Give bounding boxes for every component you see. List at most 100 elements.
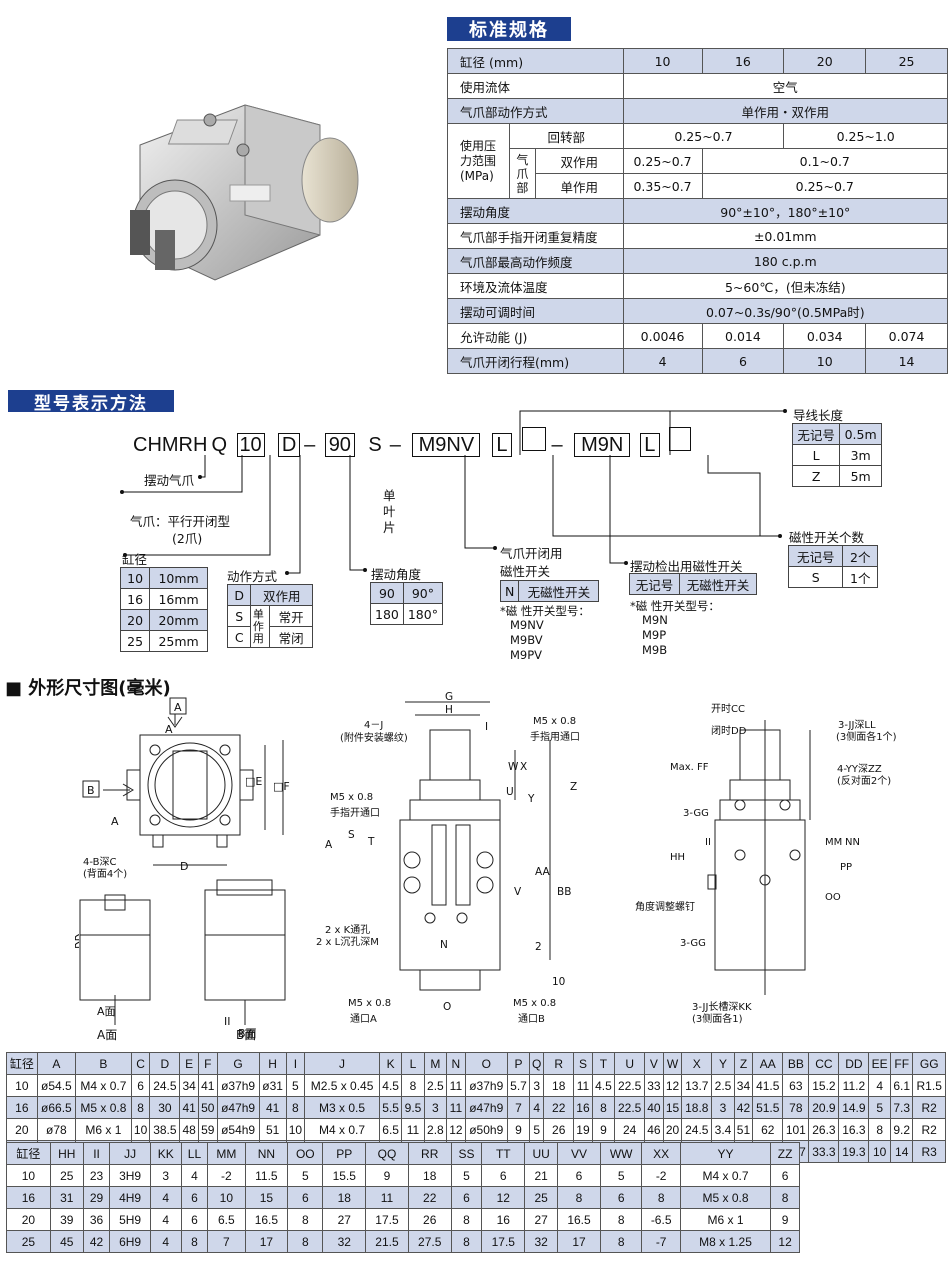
dim-cell: 40 [644, 1096, 664, 1119]
dim-cell: 9 [591, 1118, 616, 1141]
dim-cell: 19.3 [838, 1140, 870, 1163]
count-code: S [787, 566, 844, 588]
dim-cell: 5 [287, 1164, 324, 1187]
dim-header: Z [733, 1052, 754, 1075]
svg-text:O: O [443, 1001, 451, 1013]
dim-cell: 6 [180, 1186, 209, 1209]
dim-cell: M6 x 1 [679, 1208, 772, 1231]
svg-text:□E: □E [245, 775, 262, 788]
bore-25: 25 [865, 48, 948, 74]
svg-text:G: G [445, 691, 453, 703]
dim-cell: 9 [365, 1164, 409, 1187]
dim-cell: R1.5 [912, 1074, 946, 1097]
dim-cell: ø37h9 [464, 1074, 508, 1097]
dim-cell: 11 [365, 1186, 409, 1209]
freq-value: 180 c.p.m [622, 248, 949, 274]
dim-header: HH [49, 1142, 84, 1165]
m5-a-label: M5 x 0.8 [348, 998, 392, 1009]
dim-cell: 33 [644, 1074, 664, 1097]
dim-header: YY [679, 1142, 772, 1165]
dim-cell: 6.5 [207, 1208, 246, 1231]
ssw-model: M9P [642, 628, 667, 642]
dim-header: 缸径 [6, 1142, 51, 1165]
dim-cell: 46 [644, 1118, 664, 1141]
dim-cell: 8 [641, 1186, 681, 1209]
count-value: 1个 [842, 566, 878, 588]
dim-cell: 26 [543, 1118, 575, 1141]
lead-code: Z [791, 465, 841, 487]
dim-cell: 17 [244, 1230, 289, 1253]
ssw-note: *磁 性开关型号： [630, 599, 720, 613]
dim-cell: 7.3 [889, 1096, 914, 1119]
dim-cell: 7 [207, 1230, 246, 1253]
svg-text:Y: Y [527, 793, 535, 805]
gsw-note: *磁 性开关型号： [500, 604, 590, 618]
dim-cell: 18 [407, 1164, 452, 1187]
bore-20: 20 [783, 48, 867, 74]
dim-header: FF [889, 1052, 914, 1075]
code-bore-box: 10 [236, 433, 265, 457]
dim-header: U [614, 1052, 646, 1075]
bore-code: 25 [119, 630, 151, 652]
dim-cell: 27 [322, 1208, 367, 1231]
temp-label: 环境及流体温度 [447, 273, 624, 299]
code-series: CHMRH [133, 434, 208, 456]
dim-cell: 5 [599, 1164, 643, 1187]
svg-text:H: H [445, 704, 453, 716]
dim-cell: ø37h9 [216, 1074, 260, 1097]
dim-header: E [179, 1052, 199, 1075]
dim-cell: 8 [401, 1074, 425, 1097]
dim-header: SS [450, 1142, 483, 1165]
dim-header: PP [322, 1142, 367, 1165]
gg-label-2: 3-GG [680, 938, 706, 949]
svg-text:MM: MM [825, 837, 842, 848]
dim-cell: 22.5 [614, 1074, 646, 1097]
dim-cell: ø31 [258, 1074, 287, 1097]
dim-header: QQ [365, 1142, 409, 1165]
energy-10: 0.0046 [622, 323, 703, 349]
dim-cell: 22 [543, 1096, 575, 1119]
dim-header: TT [481, 1142, 526, 1165]
gsw-title-2: 磁性开关 [500, 564, 551, 579]
svg-text:B: B [87, 784, 95, 797]
ssw-table: 无记号无磁性开关 [628, 573, 757, 595]
gsw-model: M9PV [510, 648, 543, 662]
dim-cell: 33.3 [808, 1140, 840, 1163]
j4-sub: (附件安装螺纹) [340, 733, 408, 744]
dim-cell: 13.7 [681, 1074, 713, 1097]
dim-cell: 101 [782, 1118, 810, 1141]
ssw-desc: 无磁性开关 [679, 573, 757, 595]
b-deep-label: 4-B深C [83, 857, 117, 868]
dim-cell: 11 [446, 1074, 466, 1097]
dim-cell: 12 [662, 1074, 683, 1097]
dim-cell: 16.5 [557, 1208, 601, 1231]
b-deep-label-2: (背面4个) [83, 869, 128, 880]
dim-cell: ø47h9 [464, 1096, 508, 1119]
dim-cell: 16.5 [244, 1208, 289, 1231]
dim-cell: 20 [662, 1118, 683, 1141]
dim-cell: M2.5 x 0.45 [304, 1074, 380, 1097]
swingtime-value: 0.07~0.3s/90°(0.5MPa时) [622, 298, 949, 324]
dim-cell: 78 [782, 1096, 810, 1119]
dim-cell: M3 x 0.5 [304, 1096, 380, 1119]
dim-header: NN [244, 1142, 289, 1165]
bore-size: 10mm [149, 567, 208, 589]
dim-cell: 20 [6, 1208, 51, 1231]
svg-text:Z: Z [570, 781, 577, 793]
dim-cell: -2 [207, 1164, 246, 1187]
dim-cell: 2.5 [711, 1074, 735, 1097]
dim-header: KK [149, 1142, 182, 1165]
dim-cell: 11.5 [244, 1164, 289, 1187]
code-count-box [521, 427, 546, 451]
dim-cell: 2.8 [423, 1118, 448, 1141]
dim-cell: 41 [258, 1096, 287, 1119]
dim-cell: 17.5 [481, 1230, 526, 1253]
dim-cell: 16 [6, 1186, 51, 1209]
single-a: 0.35~0.7 [622, 173, 703, 199]
dim-cell: 59 [197, 1118, 218, 1141]
dim-cell: 26 [407, 1208, 452, 1231]
